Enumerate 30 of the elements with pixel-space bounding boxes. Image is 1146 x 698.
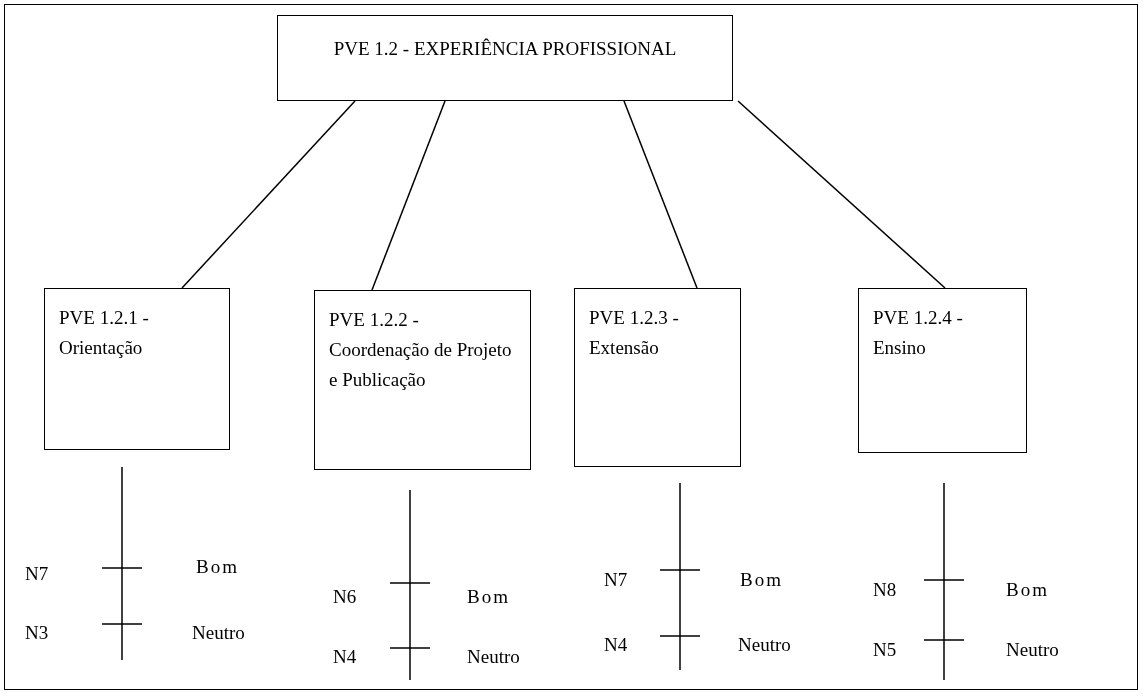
- criterion-box: [574, 288, 741, 467]
- level-code: N3: [25, 622, 49, 644]
- scale-mark: Neutro: [192, 622, 245, 644]
- level-code: N6: [333, 586, 357, 608]
- scale-mark: Neutro: [467, 646, 520, 668]
- criterion-box: [858, 288, 1027, 453]
- root-box: [277, 15, 733, 101]
- connector-line: [371, 100, 446, 291]
- criterion-label: PVE 1.2.1 - Orientação: [59, 306, 150, 360]
- level-code: N5: [873, 639, 897, 661]
- criterion-label: PVE 1.2.3 - Extensão: [589, 306, 680, 360]
- level-code: N7: [25, 563, 49, 585]
- scale-mark: Bom: [1006, 579, 1049, 601]
- scale-mark: Bom: [467, 586, 510, 608]
- scale-mark: Bom: [740, 569, 783, 591]
- scale-mark: Bom: [196, 556, 239, 578]
- scale-mark: Neutro: [738, 634, 791, 656]
- criterion-label: PVE 1.2.4 - Ensino: [873, 306, 964, 360]
- connector-line: [737, 100, 946, 289]
- root-title: PVE 1.2 - EXPERIÊNCIA PROFISSIONAL: [332, 37, 678, 61]
- level-code: N7: [604, 569, 628, 591]
- criterion-label: PVE 1.2.2 - Coordenação de Projeto e Publicação: [329, 308, 513, 392]
- criterion-box: [314, 290, 531, 470]
- scale-mark: Neutro: [1006, 639, 1059, 661]
- connector-line: [623, 100, 698, 289]
- level-code: N8: [873, 579, 897, 601]
- criterion-box: [44, 288, 230, 450]
- level-code: N4: [333, 646, 357, 668]
- connector-line: [181, 100, 356, 289]
- level-code: N4: [604, 634, 628, 656]
